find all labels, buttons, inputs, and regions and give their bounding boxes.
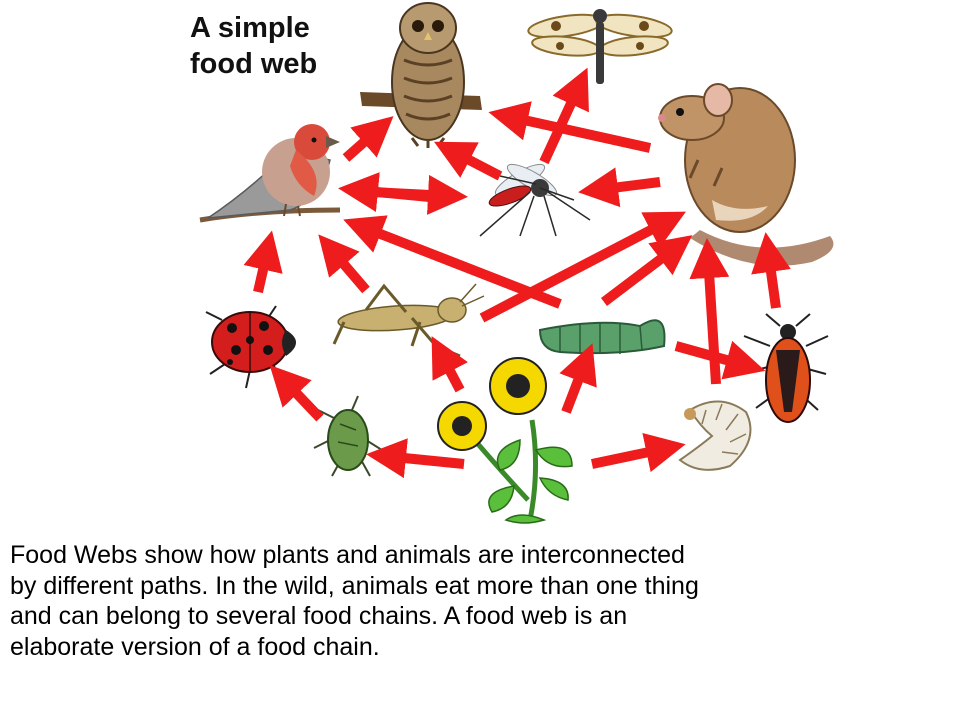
arrow-sunflower-to-aphid (366, 438, 465, 479)
finch-icon (199, 124, 341, 223)
owl-icon (360, 2, 482, 148)
arrow-mouse-to-mosquito (578, 167, 661, 208)
arrow-finch-to-owl (342, 116, 394, 162)
arrow-sunflower-to-grasshopper (431, 336, 468, 393)
caption-line: and can belong to several food chains. A… (10, 602, 628, 630)
arrow-grasshopper-to-finch (318, 234, 370, 294)
arrow-ladybug-to-finch (243, 230, 283, 294)
grub-icon (678, 400, 752, 471)
ladybug-icon (205, 305, 296, 389)
mouse-icon (658, 83, 834, 266)
food-web-diagram (199, 2, 834, 524)
arrow-caterpillar-to-assassin-bug (674, 340, 766, 380)
arrow-mosquito-to-dragonfly (539, 67, 589, 165)
arrow-mosquito-finch (338, 172, 441, 212)
caption-line: Food Webs show how plants and animals ar… (10, 541, 685, 569)
grasshopper-icon (332, 283, 485, 358)
food-web-arrows (243, 67, 791, 479)
arrow-aphid-to-ladybug (269, 364, 324, 422)
caption-line: elaborate version of a food chain. (10, 632, 380, 661)
arrow-sunflower-to-caterpillar (559, 343, 597, 414)
assassin-bug-icon (743, 313, 829, 423)
caption-line: by different paths. In the wild, animals… (10, 571, 699, 600)
mosquito-icon (479, 163, 591, 237)
caption: Food Webs show how plants and animals ar… (10, 540, 940, 662)
arrow-grasshopper-to-mouse (479, 211, 686, 323)
caterpillar-icon (538, 319, 666, 355)
arrow-sunflower-to-grub (590, 432, 686, 473)
aphid-icon (313, 395, 383, 477)
arrow-mouse-to-owl (488, 101, 652, 153)
sunflower-icon (437, 357, 573, 524)
dragonfly-icon (527, 9, 673, 84)
arrow-caterpillar-to-mouse (600, 235, 693, 306)
arrow-grub-to-mouse (689, 238, 730, 385)
diagram-title: A simple food web (190, 12, 318, 80)
arrow-mosquito-to-owl (434, 141, 503, 181)
arrow-assassin-bug-to-mouse (751, 232, 791, 309)
